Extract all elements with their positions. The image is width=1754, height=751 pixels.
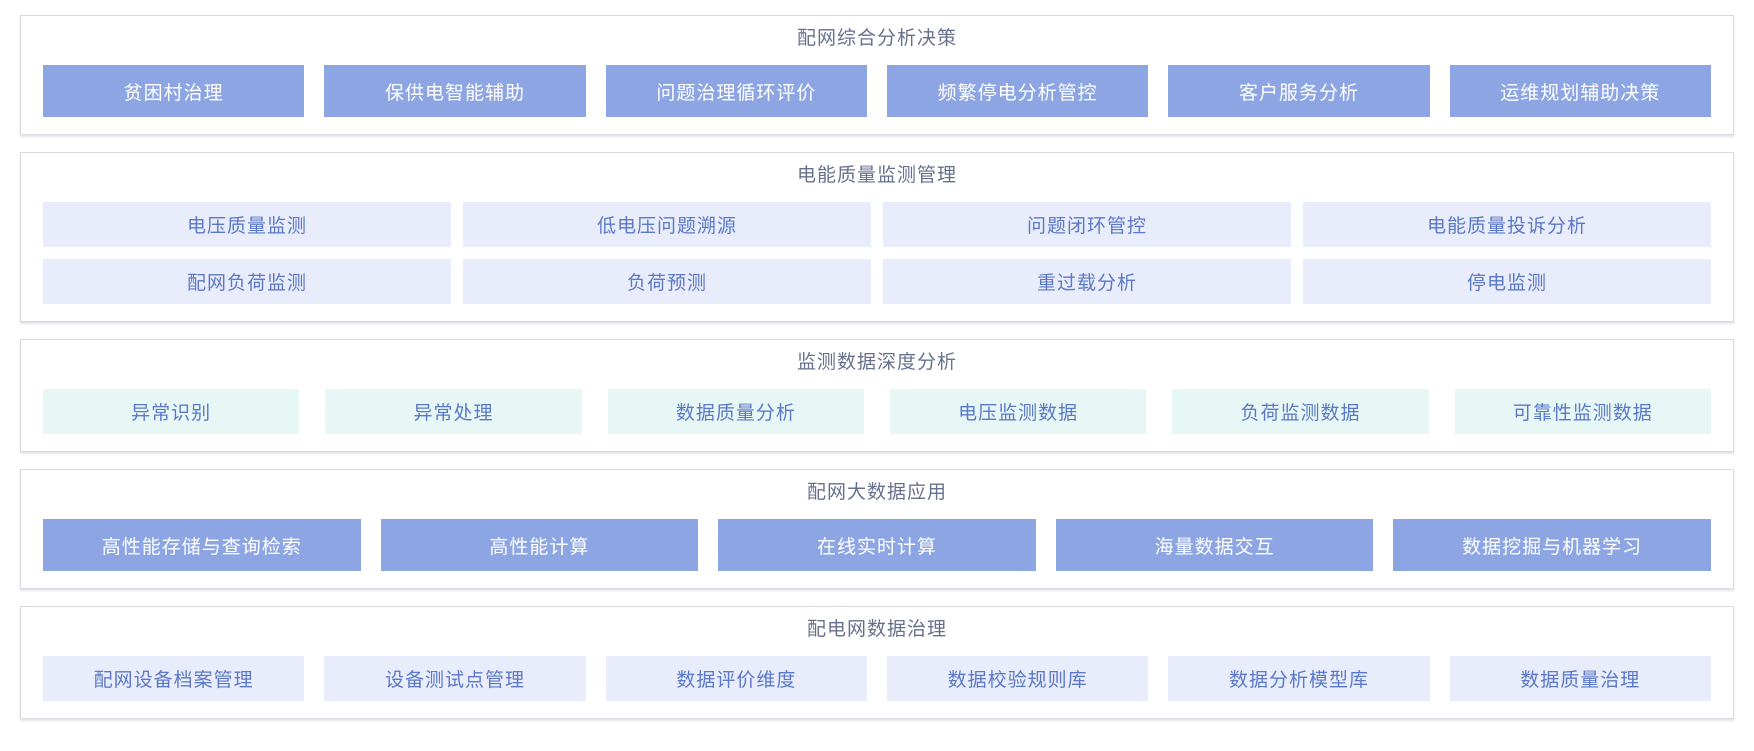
- button-row: 配网设备档案管理设备测试点管理数据评价维度数据校验规则库数据分析模型库数据质量治…: [43, 656, 1711, 701]
- button-row: 电压质量监测低电压问题溯源问题闭环管控电能质量投诉分析: [43, 202, 1711, 247]
- module-button[interactable]: 数据分析模型库: [1168, 656, 1430, 701]
- button-row: 配网负荷监测负荷预测重过载分析停电监测: [43, 259, 1711, 304]
- section-title: 配网大数据应用: [806, 482, 947, 503]
- section-title: 监测数据深度分析: [796, 352, 957, 373]
- module-button[interactable]: 运维规划辅助决策: [1449, 65, 1711, 117]
- button-row: 异常识别异常处理数据质量分析电压监测数据负荷监测数据可靠性监测数据: [43, 389, 1711, 434]
- module-button[interactable]: 停电监测: [1303, 259, 1711, 304]
- section-panel-1: 电能质量监测管理电压质量监测低电压问题溯源问题闭环管控电能质量投诉分析配网负荷监…: [20, 152, 1734, 322]
- module-button[interactable]: 问题治理循环评价: [605, 65, 867, 117]
- module-button[interactable]: 重过载分析: [883, 259, 1291, 304]
- module-button[interactable]: 异常识别: [43, 389, 300, 434]
- module-button[interactable]: 数据质量分析: [607, 389, 864, 434]
- module-button[interactable]: 可靠性监测数据: [1454, 389, 1711, 434]
- section-panel-4: 配电网数据治理配网设备档案管理设备测试点管理数据评价维度数据校验规则库数据分析模…: [20, 606, 1734, 719]
- module-button[interactable]: 数据评价维度: [605, 656, 867, 701]
- module-button[interactable]: 海量数据交互: [1055, 519, 1374, 571]
- section-title: 电能质量监测管理: [796, 165, 957, 186]
- module-button[interactable]: 电压监测数据: [889, 389, 1147, 434]
- module-button[interactable]: 问题闭环管控: [883, 202, 1291, 247]
- module-button[interactable]: 电压质量监测: [43, 202, 451, 247]
- module-button[interactable]: 异常处理: [325, 389, 582, 434]
- button-row: 高性能存储与查询检索高性能计算在线实时计算海量数据交互数据挖掘与机器学习: [43, 519, 1711, 571]
- section-panel-0: 配网综合分析决策贫困村治理保供电智能辅助问题治理循环评价频繁停电分析管控客户服务…: [20, 15, 1734, 135]
- section-panel-3: 配网大数据应用高性能存储与查询检索高性能计算在线实时计算海量数据交互数据挖掘与机…: [20, 469, 1734, 589]
- section-panel-2: 监测数据深度分析异常识别异常处理数据质量分析电压监测数据负荷监测数据可靠性监测数…: [20, 339, 1734, 452]
- module-button[interactable]: 负荷预测: [463, 259, 871, 304]
- module-button[interactable]: 配网设备档案管理: [43, 656, 305, 701]
- module-button[interactable]: 保供电智能辅助: [324, 65, 586, 117]
- section-title: 配电网数据治理: [806, 619, 947, 640]
- module-button[interactable]: 设备测试点管理: [324, 656, 586, 701]
- module-button[interactable]: 负荷监测数据: [1172, 389, 1429, 434]
- module-button[interactable]: 高性能存储与查询检索: [43, 519, 361, 571]
- module-button[interactable]: 数据质量治理: [1449, 656, 1711, 701]
- module-button[interactable]: 在线实时计算: [718, 519, 1036, 571]
- section-title: 配网综合分析决策: [796, 28, 957, 49]
- module-button[interactable]: 低电压问题溯源: [463, 202, 871, 247]
- module-button[interactable]: 高性能计算: [380, 519, 699, 571]
- module-button[interactable]: 配网负荷监测: [43, 259, 451, 304]
- button-row: 贫困村治理保供电智能辅助问题治理循环评价频繁停电分析管控客户服务分析运维规划辅助…: [43, 65, 1711, 117]
- module-button[interactable]: 数据挖掘与机器学习: [1393, 519, 1711, 571]
- module-button[interactable]: 数据校验规则库: [886, 656, 1149, 701]
- module-button[interactable]: 客户服务分析: [1168, 65, 1430, 117]
- module-button[interactable]: 贫困村治理: [43, 65, 305, 117]
- module-button[interactable]: 电能质量投诉分析: [1303, 202, 1711, 247]
- module-button[interactable]: 频繁停电分析管控: [886, 65, 1149, 117]
